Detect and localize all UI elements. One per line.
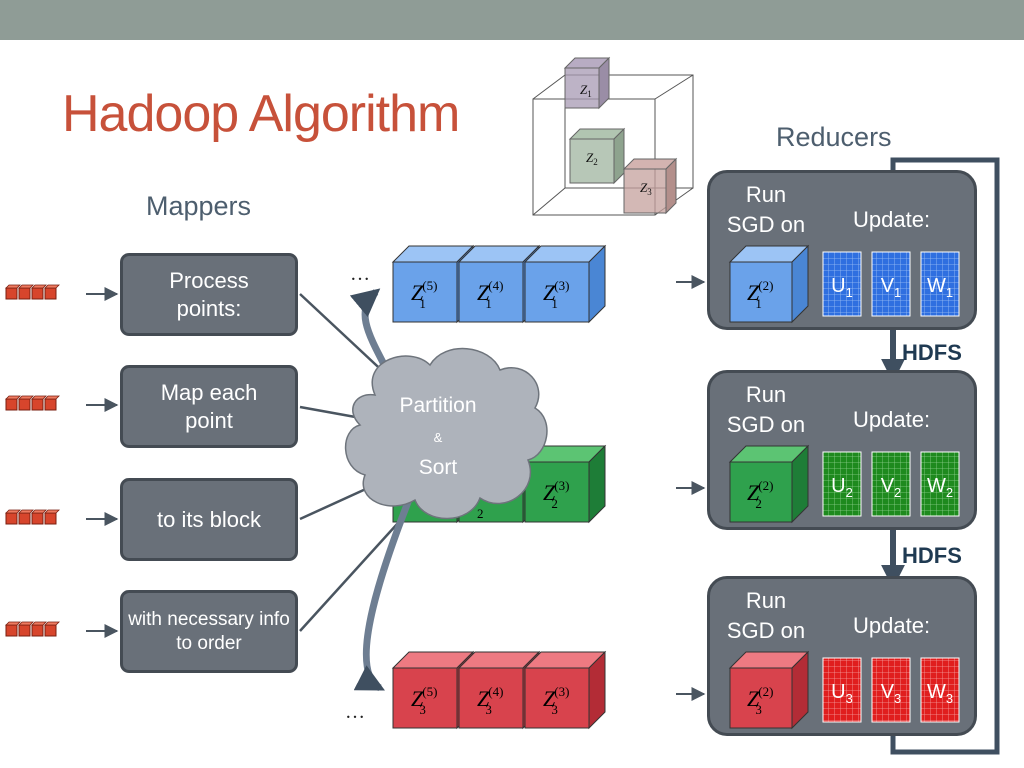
- ellipsis-bottom: …: [345, 701, 365, 723]
- reducer-1-update-label: Update:: [853, 207, 931, 232]
- mapper-box-4: with necessary info to order: [120, 590, 298, 673]
- mapper-text-1: Process points:: [169, 268, 249, 321]
- block-label: Z(3)3: [543, 684, 569, 717]
- sub-block-z2: Z2: [568, 127, 626, 185]
- mapper-text-4: with necessary info to order: [128, 608, 290, 654]
- hdfs-label-2: HDFS: [902, 543, 962, 568]
- mapper-text-2: Map each point: [160, 380, 258, 433]
- data-point-icon: [5, 395, 21, 411]
- mapper-box-1: Process points:: [120, 253, 298, 336]
- data-point-icon: [31, 621, 47, 637]
- data-point-icon: [31, 395, 47, 411]
- block-z1-2: Z(3)1: [523, 244, 607, 324]
- block-label: Z(5)1: [411, 278, 437, 311]
- mapper-box-2: Map each point: [120, 365, 298, 448]
- data-point-icon: [18, 509, 34, 525]
- sub-block-z1: Z1: [563, 56, 611, 110]
- partition-sort-cloud: Partition & Sort: [344, 347, 548, 520]
- cube-label-z3: Z3: [640, 180, 652, 197]
- sort-label: Sort: [419, 456, 458, 479]
- reducers-heading: Reducers: [776, 122, 892, 152]
- mapper-box-3: to its block: [120, 478, 298, 561]
- top-bar: [0, 0, 1024, 40]
- block-z2-2: Z(3)2: [523, 444, 607, 524]
- data-point-icon: [18, 621, 34, 637]
- slide-title: Hadoop Algorithm: [62, 85, 460, 143]
- block-label: Z(3)2: [543, 478, 569, 511]
- block-z1-0: Z(5)1: [391, 244, 475, 324]
- block-label: Z(4)1: [477, 278, 503, 311]
- data-point-icon: [5, 509, 21, 525]
- hdfs-label-1: HDFS: [902, 340, 962, 365]
- block-label: Z(5)3: [411, 684, 437, 717]
- block-label: Z(4)3: [477, 684, 503, 717]
- block-z3-0: Z(5)3: [391, 650, 475, 730]
- cube-label-z2: Z2: [586, 150, 598, 167]
- data-points-group: [5, 284, 60, 637]
- amp-label: &: [434, 430, 443, 445]
- data-point-icon: [31, 284, 47, 300]
- mappers-heading: Mappers: [146, 191, 252, 221]
- data-point-icon: [44, 509, 60, 525]
- block-row-1: Z(5)1 Z(4)1 Z(3)1: [391, 244, 607, 324]
- reducer-2-update-label: Update:: [853, 407, 931, 432]
- ellipsis-top: …: [350, 263, 370, 285]
- data-point-icon: [18, 395, 34, 411]
- reducer-3-update-label: Update:: [853, 613, 931, 638]
- data-point-icon: [5, 284, 21, 300]
- data-point-icon: [5, 621, 21, 637]
- data-point-icon: [44, 395, 60, 411]
- data-point-icon: [44, 284, 60, 300]
- data-point-icon: [18, 284, 34, 300]
- block-label: Z(3)1: [543, 278, 569, 311]
- block-z3-2: Z(3)3: [523, 650, 607, 730]
- sub-block-z3: Z3: [622, 157, 678, 215]
- partition-label: Partition: [399, 394, 476, 417]
- data-point-icon: [31, 509, 47, 525]
- block-row-3: Z(5)3 Z(4)3 Z(3)3: [391, 650, 607, 730]
- cube-label-z1: Z1: [580, 82, 592, 99]
- mapper-text-3: to its block: [157, 506, 261, 532]
- data-point-icon: [44, 621, 60, 637]
